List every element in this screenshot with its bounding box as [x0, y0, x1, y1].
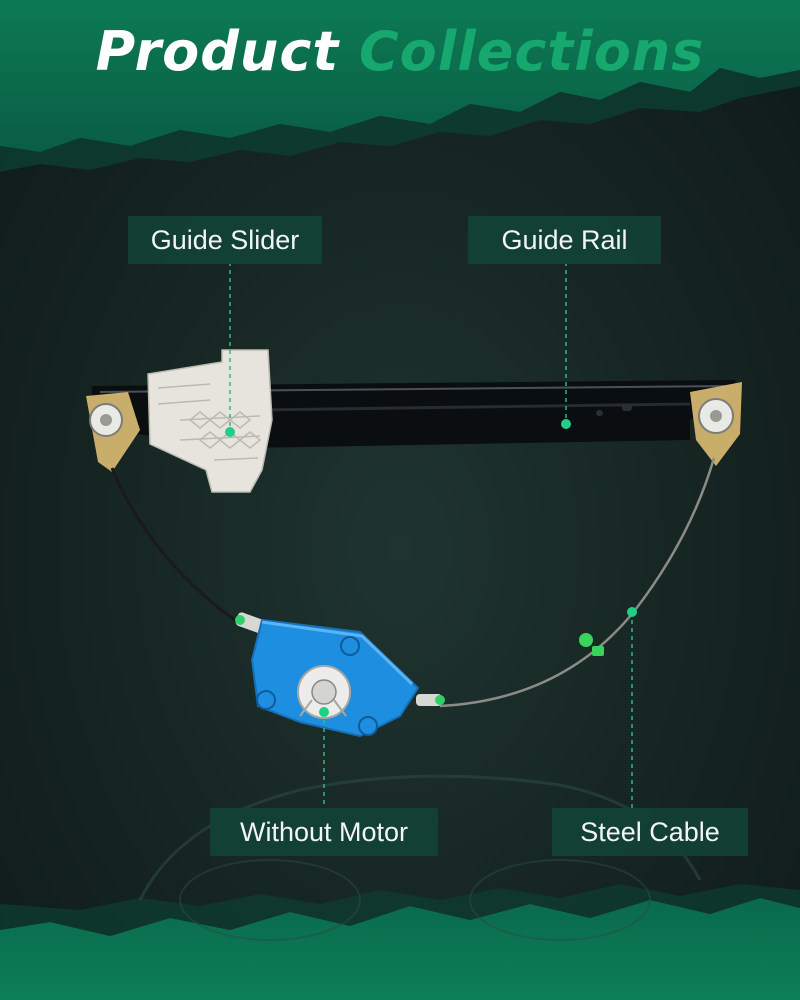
- title-word-product: Product: [95, 20, 340, 83]
- cable-left: [110, 467, 241, 626]
- bottom-green-band: [0, 898, 800, 1000]
- steel-cable-right: [439, 457, 716, 708]
- label-without-motor: Without Motor: [210, 808, 438, 856]
- regulator-body: [250, 618, 420, 738]
- top-green-band: [0, 0, 800, 152]
- right-pulley-bracket: [690, 382, 742, 466]
- label-steel-cable: Steel Cable: [552, 808, 748, 856]
- label-guide-rail: Guide Rail: [468, 216, 661, 264]
- title-word-collections: Collections: [359, 20, 705, 83]
- label-guide-slider: Guide Slider: [128, 216, 322, 264]
- guide-slider: [147, 349, 273, 493]
- page-title: Product Collections: [0, 20, 800, 84]
- left-pulley-bracket: [86, 392, 140, 472]
- cable-clip: [579, 633, 604, 656]
